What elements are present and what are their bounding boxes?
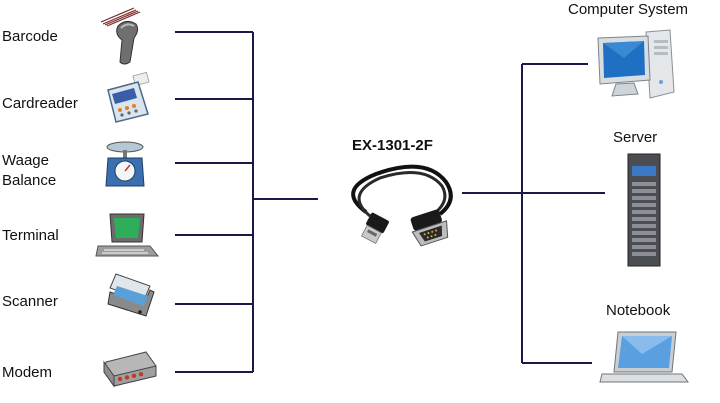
label-balance: Balance <box>2 172 57 189</box>
barcode-scanner-icon <box>100 7 141 65</box>
modem-icon <box>103 351 157 388</box>
label-computer-system: Computer System <box>568 1 689 18</box>
label-cardreader: Cardreader <box>2 95 78 112</box>
label-modem: Modem <box>2 364 53 381</box>
scale-icon <box>105 141 145 187</box>
usb-serial-cable-icon <box>351 164 453 247</box>
label-waage-balance: Waage Balance <box>2 151 56 191</box>
server-rack-icon <box>627 153 661 267</box>
terminal-icon <box>95 213 160 257</box>
desktop-computer-icon <box>597 29 675 99</box>
label-terminal: Terminal <box>2 227 59 244</box>
label-waage: Waage <box>2 152 49 169</box>
label-notebook: Notebook <box>606 302 671 319</box>
laptop-icon <box>599 331 689 383</box>
label-server: Server <box>613 129 658 146</box>
product-title: EX-1301-2F <box>352 137 433 154</box>
label-barcode: Barcode <box>2 28 58 45</box>
label-scanner: Scanner <box>2 293 58 310</box>
flatbed-scanner-icon <box>107 273 155 317</box>
card-reader-icon <box>107 72 150 123</box>
